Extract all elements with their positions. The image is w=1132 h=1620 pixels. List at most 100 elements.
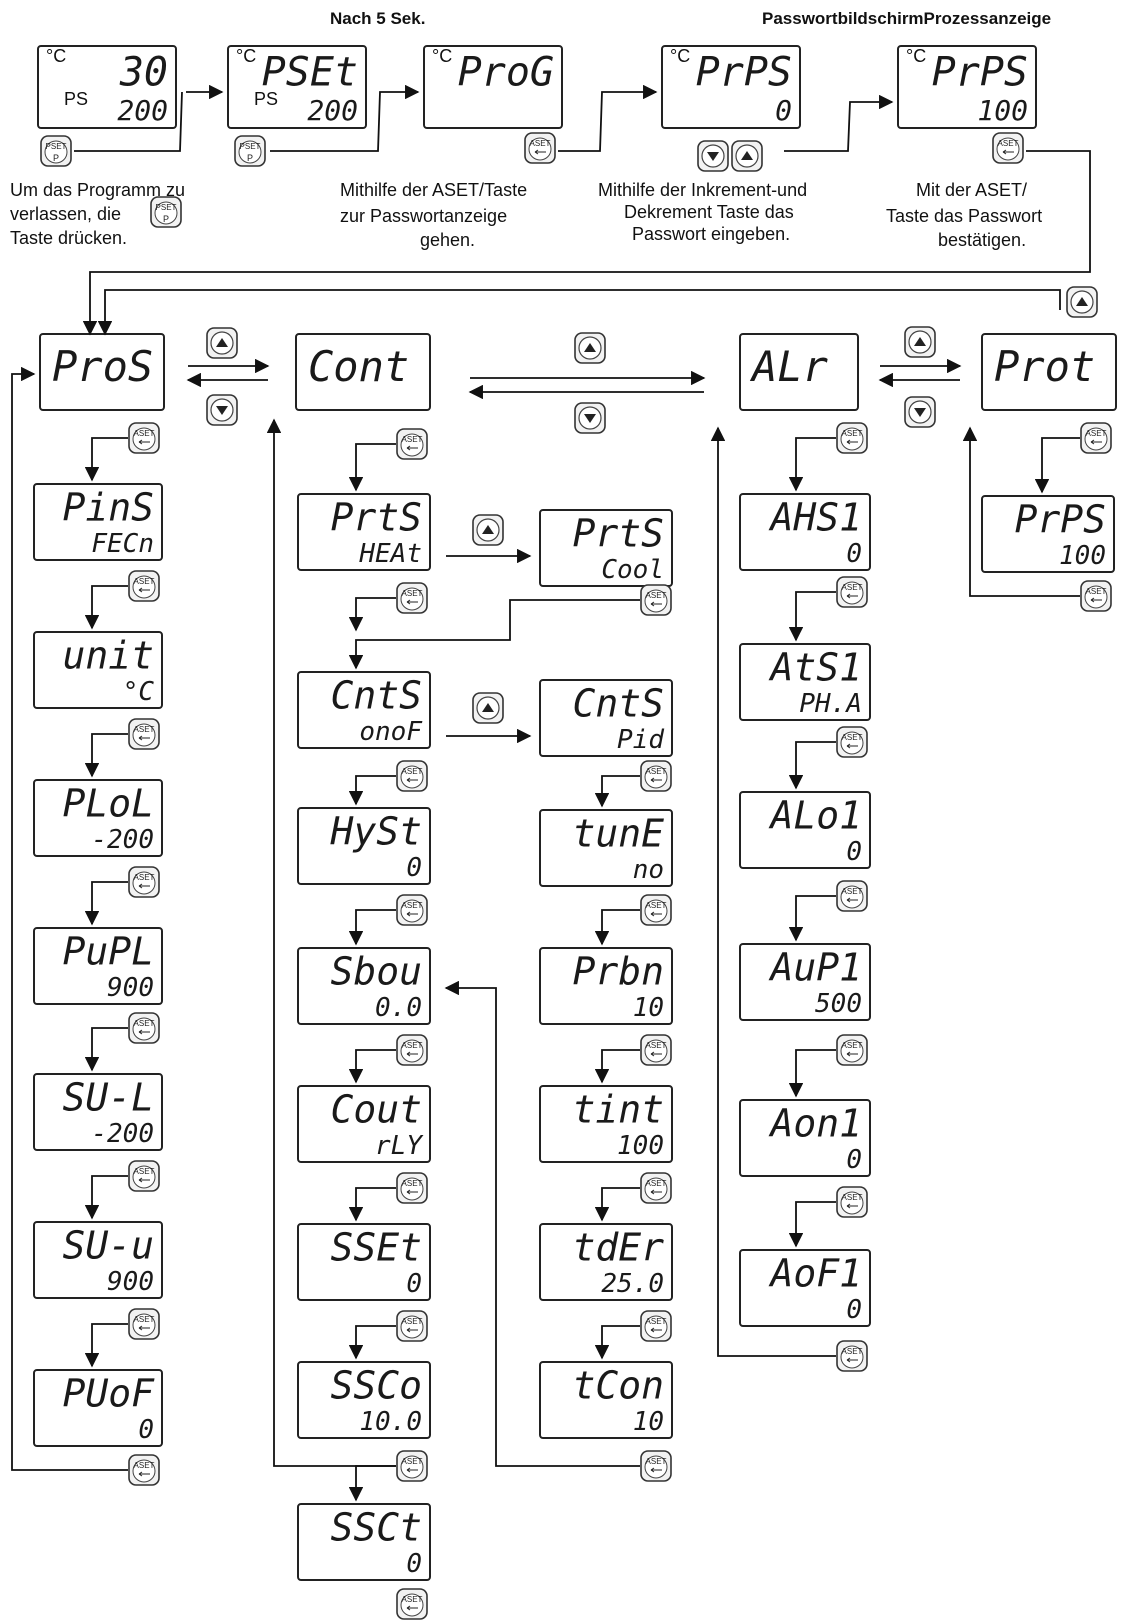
up-key-cont[interactable] — [574, 332, 606, 364]
aset-key-alr-2-label: ASET — [842, 583, 863, 592]
top-display-5-top: PrPS — [932, 49, 1028, 95]
menu-prot: Prot — [981, 333, 1117, 411]
top-display-2-bottom: 200 — [307, 94, 358, 127]
flow-arrow — [594, 909, 640, 946]
aset-key-cont-9[interactable]: ASET — [396, 1588, 428, 1620]
aset-key-alr-5[interactable]: ASET — [836, 1034, 868, 1066]
aset-key-alr-2[interactable]: ASET — [836, 576, 868, 608]
aset-key-alr-4[interactable]: ASET — [836, 880, 868, 912]
aset-key-pros-7[interactable]: ASET — [128, 1308, 160, 1340]
aset-key-top[interactable]: ASET — [524, 132, 556, 164]
cont-item-7-bottom: 10.0 — [359, 1407, 422, 1437]
pros-item-6-frame — [33, 1221, 163, 1299]
pros-item-6-top: SU-u — [62, 1223, 154, 1267]
item-boxes: PinSFECnunit°CPLoL-200PuPL900SU-L-200SU-… — [33, 483, 1115, 1581]
aset-key-alr-4-label: ASET — [842, 887, 863, 896]
flow-arrow — [348, 443, 396, 492]
flow-arrow — [84, 437, 128, 482]
up-key-pros[interactable] — [206, 327, 238, 359]
down-key-cont[interactable] — [574, 402, 606, 434]
flow-arrow — [11, 366, 128, 1471]
cont-item-1-top: PrtS — [330, 495, 422, 539]
alr-item-4-bottom: 500 — [815, 989, 862, 1019]
alr-item-5-bottom: 0 — [846, 1145, 862, 1175]
aset-key-confirm[interactable]: ASET — [992, 132, 1024, 164]
aset-key-alt-3[interactable]: ASET — [640, 894, 672, 926]
up-key-prot[interactable] — [1066, 286, 1098, 318]
cont-alt-item-1-frame — [539, 509, 673, 587]
top-display-1-ps: PS — [64, 89, 88, 109]
aset-key-cont-8[interactable]: ASET — [396, 1450, 428, 1482]
aset-key-cont-4[interactable]: ASET — [396, 894, 428, 926]
down-key-top[interactable] — [697, 140, 729, 172]
aset-key-cont-5[interactable]: ASET — [396, 1034, 428, 1066]
aset-key-cont-2[interactable]: ASET — [396, 582, 428, 614]
up-key-cnts[interactable] — [472, 692, 504, 724]
aset-key-cont-7[interactable]: ASET — [396, 1310, 428, 1342]
up-key-top[interactable] — [731, 140, 763, 172]
alr-item-2-frame — [739, 643, 871, 721]
up-key-alr[interactable] — [904, 326, 936, 358]
aset-key-prot-2-label: ASET — [1086, 587, 1107, 596]
svg-text:gehen.: gehen. — [420, 230, 475, 250]
aset-key-prot-1[interactable]: ASET — [1080, 422, 1112, 454]
down-key-alr[interactable] — [904, 396, 936, 428]
aset-key-alt-7[interactable]: ASET — [640, 1450, 672, 1482]
caption-incdec: Mithilfe der Inkrement-und Dekrement Tas… — [598, 180, 807, 244]
cont-item-4-frame — [297, 947, 431, 1025]
aset-key-cont-7-label: ASET — [402, 1317, 423, 1326]
cont-item-8-top: SSCt — [330, 1505, 422, 1549]
menu-cont-label: Cont — [308, 342, 409, 391]
aset-key-cont-3[interactable]: ASET — [396, 760, 428, 792]
aset-key-alt-2[interactable]: ASET — [640, 760, 672, 792]
aset-key-cont-1[interactable]: ASET — [396, 428, 428, 460]
aset-key-alr-1[interactable]: ASET — [836, 422, 868, 454]
pros-item-1-top: PinS — [62, 485, 154, 529]
aset-key-alr-3-label: ASET — [842, 733, 863, 742]
aset-key-alt-4[interactable]: ASET — [640, 1034, 672, 1066]
flow-arrow — [348, 599, 640, 670]
pros-item-2-top: unit — [62, 633, 154, 677]
cont-item-5-bottom: rLY — [375, 1131, 424, 1161]
top-display-2-top: PSEt — [262, 49, 358, 95]
alr-item-6-frame — [739, 1249, 871, 1327]
aset-key-pros-6[interactable]: ASET — [128, 1160, 160, 1192]
aset-key-alr-6[interactable]: ASET — [836, 1186, 868, 1218]
aset-key-alr-3[interactable]: ASET — [836, 726, 868, 758]
pset-key-1-p: P — [53, 153, 59, 163]
up-key-prts[interactable] — [472, 514, 504, 546]
aset-key-pros-1[interactable]: ASET — [128, 422, 160, 454]
aset-key-alt-5[interactable]: ASET — [640, 1172, 672, 1204]
alr-item-5-frame — [739, 1099, 871, 1177]
aset-key-cont-6[interactable]: ASET — [396, 1172, 428, 1204]
aset-key-alt-6[interactable]: ASET — [640, 1310, 672, 1342]
aset-key-pros-2[interactable]: ASET — [128, 570, 160, 602]
flow-arrow — [558, 84, 658, 152]
down-key-pros[interactable] — [206, 394, 238, 426]
aset-key-prot-2[interactable]: ASET — [1080, 580, 1112, 612]
cont-alt-item-4-top: Prbn — [572, 949, 664, 993]
aset-key-alt-4-label: ASET — [646, 1041, 667, 1050]
cont-alt-item-5-bottom: 100 — [617, 1131, 664, 1161]
aset-key-pros-8[interactable]: ASET — [128, 1454, 160, 1486]
aset-key-pros-4[interactable]: ASET — [128, 866, 160, 898]
aset-key-alt-1[interactable]: ASET — [640, 584, 672, 616]
flow-arrow — [348, 909, 396, 946]
aset-key-pros-5[interactable]: ASET — [128, 1012, 160, 1044]
menu-prot-frame — [981, 333, 1117, 411]
aset-key-alr-7[interactable]: ASET — [836, 1340, 868, 1372]
aset-key-pros-3[interactable]: ASET — [128, 718, 160, 750]
svg-text:zur Passwortanzeige: zur Passwortanzeige — [340, 206, 507, 226]
cont-alt-item-1-top: PrtS — [572, 511, 664, 555]
